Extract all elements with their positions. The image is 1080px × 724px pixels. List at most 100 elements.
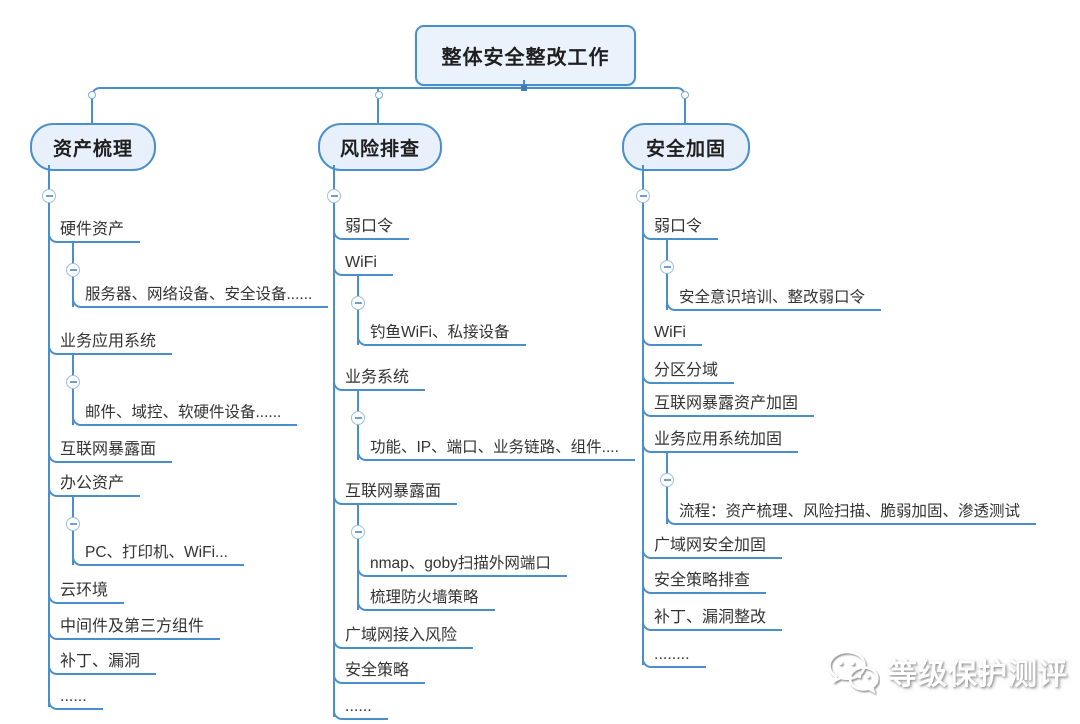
topic-label[interactable]: WiFi [654, 323, 702, 346]
topic-label[interactable]: 业务系统 [345, 368, 426, 391]
topic-label[interactable]: 补丁、漏洞整改 [654, 608, 783, 631]
connector-line [642, 333, 656, 346]
subtopic-label[interactable]: 安全意识培训、整改弱口令 [679, 288, 882, 311]
connector-line [666, 238, 668, 310]
connector-line [523, 87, 686, 123]
branch-node-label: 风险排查 [339, 138, 420, 160]
root-node-label: 整体安全整改工作 [441, 47, 610, 69]
subtopic-label[interactable]: 邮件、域控、软硬件设备...... [85, 403, 298, 426]
connector-line [666, 451, 668, 524]
collapse-minus-icon[interactable] [660, 473, 674, 487]
topic-label[interactable]: 互联网暴露资产加固 [654, 394, 815, 417]
subtopic-label[interactable]: 钓鱼WiFi、私接设备 [370, 323, 526, 346]
branch-node-label: 安全加固 [645, 138, 726, 160]
collapse-minus-icon[interactable] [351, 525, 365, 539]
collapse-minus-icon[interactable] [66, 517, 80, 531]
connector-line [48, 165, 50, 707]
connector-line [48, 591, 62, 604]
topic-label[interactable]: 硬件资产 [60, 220, 141, 243]
connector-line [72, 295, 87, 308]
connector-line [48, 450, 62, 463]
connector-line [72, 413, 87, 426]
topic-label[interactable]: 业务应用系统 [60, 332, 173, 355]
topic-label[interactable]: ...... [60, 687, 103, 710]
topic-label[interactable]: 分区分域 [654, 361, 735, 384]
subtopic-label[interactable]: nmap、goby扫描外网端口 [370, 554, 567, 577]
connector-line [48, 230, 62, 243]
topic-label[interactable]: 互联网暴露面 [345, 482, 458, 505]
connector-line [48, 484, 62, 497]
connector-line [666, 512, 681, 525]
connector-line [333, 263, 347, 276]
connector-line [333, 378, 347, 391]
connector-line [642, 655, 656, 668]
connector-line [48, 627, 62, 640]
topic-label[interactable]: 广域网接入风险 [345, 626, 474, 649]
collapse-minus-icon[interactable] [66, 375, 80, 389]
topic-label[interactable]: 广域网安全加固 [654, 536, 783, 559]
wechat-icon [828, 650, 879, 694]
connector-line [642, 440, 656, 453]
branch-node[interactable]: 风险排查 [318, 123, 442, 171]
subtopic-label[interactable]: 梳理防火墙策略 [370, 588, 495, 611]
connector-line [333, 165, 335, 717]
connector-line [48, 662, 62, 675]
topic-label[interactable]: 互联网暴露面 [60, 440, 173, 463]
collapse-minus-icon[interactable] [636, 189, 650, 203]
subtopic-label[interactable]: 流程：资产梳理、风险扫描、脆弱加固、渗透测试 [679, 502, 1037, 525]
collapse-minus-icon[interactable] [327, 189, 341, 203]
connector-line [357, 598, 372, 611]
connector-line [522, 80, 525, 88]
topic-label[interactable]: 安全策略 [345, 661, 426, 684]
connector-line [642, 581, 656, 594]
collapse-minus-icon[interactable] [660, 260, 674, 274]
connector-line [72, 353, 74, 425]
subtopic-label[interactable]: 功能、IP、端口、业务链路、组件.... [370, 438, 635, 461]
connector-line [48, 697, 62, 710]
connector-line [642, 618, 656, 631]
topic-label[interactable]: 业务应用系统加固 [654, 430, 799, 453]
branch-node[interactable]: 安全加固 [622, 123, 750, 171]
subtopic-label[interactable]: 服务器、网络设备、安全设备...... [85, 285, 329, 308]
topic-label[interactable]: 弱口令 [345, 217, 410, 240]
connector-line [333, 227, 347, 240]
connector-line [333, 492, 347, 505]
topic-label[interactable]: 安全策略排查 [654, 571, 767, 594]
connector-line [642, 546, 656, 559]
connector-line [333, 671, 347, 684]
branch-node-label: 资产梳理 [52, 138, 133, 160]
subtopic-label[interactable]: PC、打印机、WiFi... [85, 543, 244, 566]
collapse-minus-icon[interactable] [42, 189, 56, 203]
topic-label[interactable]: 中间件及第三方组件 [60, 617, 221, 640]
connector-line [48, 342, 62, 355]
root-node[interactable]: 整体安全整改工作 [415, 25, 636, 86]
collapse-minus-icon[interactable] [351, 296, 365, 310]
connector-line [377, 87, 379, 123]
connector-line [91, 87, 524, 123]
connector-line [357, 448, 372, 461]
topic-label[interactable]: 补丁、漏洞 [60, 652, 157, 675]
topic-label[interactable]: 弱口令 [654, 217, 719, 240]
topic-label[interactable]: ...... [345, 697, 388, 720]
connector-line [642, 165, 644, 665]
connector-line [333, 636, 347, 649]
collapse-minus-icon[interactable] [66, 263, 80, 277]
connector-junction [88, 91, 96, 99]
topic-label[interactable]: WiFi [345, 253, 393, 276]
connector-line [666, 298, 681, 311]
connector-line [357, 564, 372, 577]
topic-label[interactable]: ........ [654, 645, 706, 668]
connector-line [357, 503, 359, 610]
connector-junction [375, 91, 383, 99]
connector-junction [681, 91, 689, 99]
connector-line [642, 371, 656, 384]
topic-label[interactable]: 办公资产 [60, 474, 141, 497]
topic-label[interactable]: 云环境 [60, 581, 125, 604]
connector-line [333, 707, 347, 720]
collapse-minus-icon[interactable] [351, 411, 365, 425]
connector-line [642, 227, 656, 240]
connector-line [642, 404, 656, 417]
connector-line [72, 553, 87, 566]
branch-node[interactable]: 资产梳理 [30, 123, 156, 171]
